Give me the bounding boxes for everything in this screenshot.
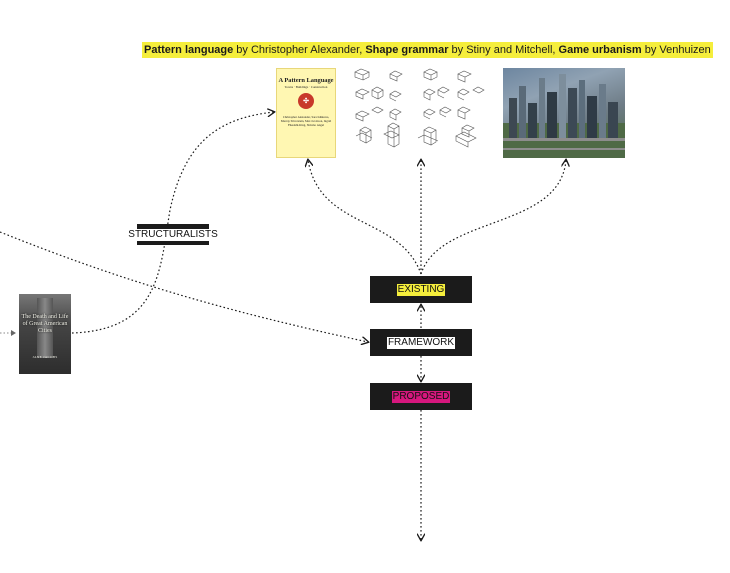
- node-structuralists: STRUCTURALISTS: [127, 224, 219, 245]
- pattern-language-author: by Christopher Alexander,: [233, 44, 366, 56]
- pattern-language-subtitle: Towns · Buildings · Construction: [284, 85, 328, 89]
- pattern-language-title: A Pattern Language: [278, 77, 334, 84]
- incoming-arrow-head-icon: [11, 330, 16, 336]
- shape-grammar-term: Shape grammar: [365, 44, 449, 56]
- connector-existing-to-pattern-language: [308, 160, 422, 275]
- connector-jacobs-to-pattern-language: [71, 112, 274, 334]
- node-framework: FRAMEWORK: [370, 329, 472, 356]
- shape-grammar-figures: [354, 68, 485, 148]
- node-structuralists-label: STRUCTURALISTS: [127, 228, 219, 241]
- book-cover-tower-image: [37, 298, 53, 358]
- node-proposed-label: PROPOSED: [391, 390, 451, 403]
- shape-grammar-illustration: [352, 68, 494, 158]
- game-urbanism-term: Game urbanism: [558, 44, 642, 56]
- death-and-life-title: The Death and Life of Great American Cit…: [21, 314, 69, 334]
- city-skyline: [503, 74, 625, 158]
- node-existing-label: EXISTING: [396, 283, 446, 296]
- pattern-language-authors: Christopher Alexander, Sara Ishikawa, Mu…: [280, 115, 332, 127]
- game-urbanism-city-screenshot: [503, 68, 625, 158]
- death-and-life-author: JANE JACOBS: [32, 355, 58, 359]
- headline-references: Pattern language by Christopher Alexande…: [142, 42, 713, 58]
- death-and-life-book-cover: The Death and Life of Great American Cit…: [19, 294, 71, 374]
- node-existing: EXISTING: [370, 276, 472, 303]
- connector-existing-to-game-urbanism: [420, 160, 566, 275]
- pattern-language-seal-icon: ✣: [298, 93, 314, 109]
- pattern-language-term: Pattern language: [144, 44, 234, 56]
- pattern-language-book-cover: A Pattern Language Towns · Buildings · C…: [276, 68, 336, 158]
- shape-grammar-author: by Stiny and Mitchell,: [448, 44, 559, 56]
- game-urbanism-author: by Venhuizen: [641, 44, 711, 56]
- node-proposed: PROPOSED: [370, 383, 472, 410]
- node-framework-label: FRAMEWORK: [386, 336, 456, 349]
